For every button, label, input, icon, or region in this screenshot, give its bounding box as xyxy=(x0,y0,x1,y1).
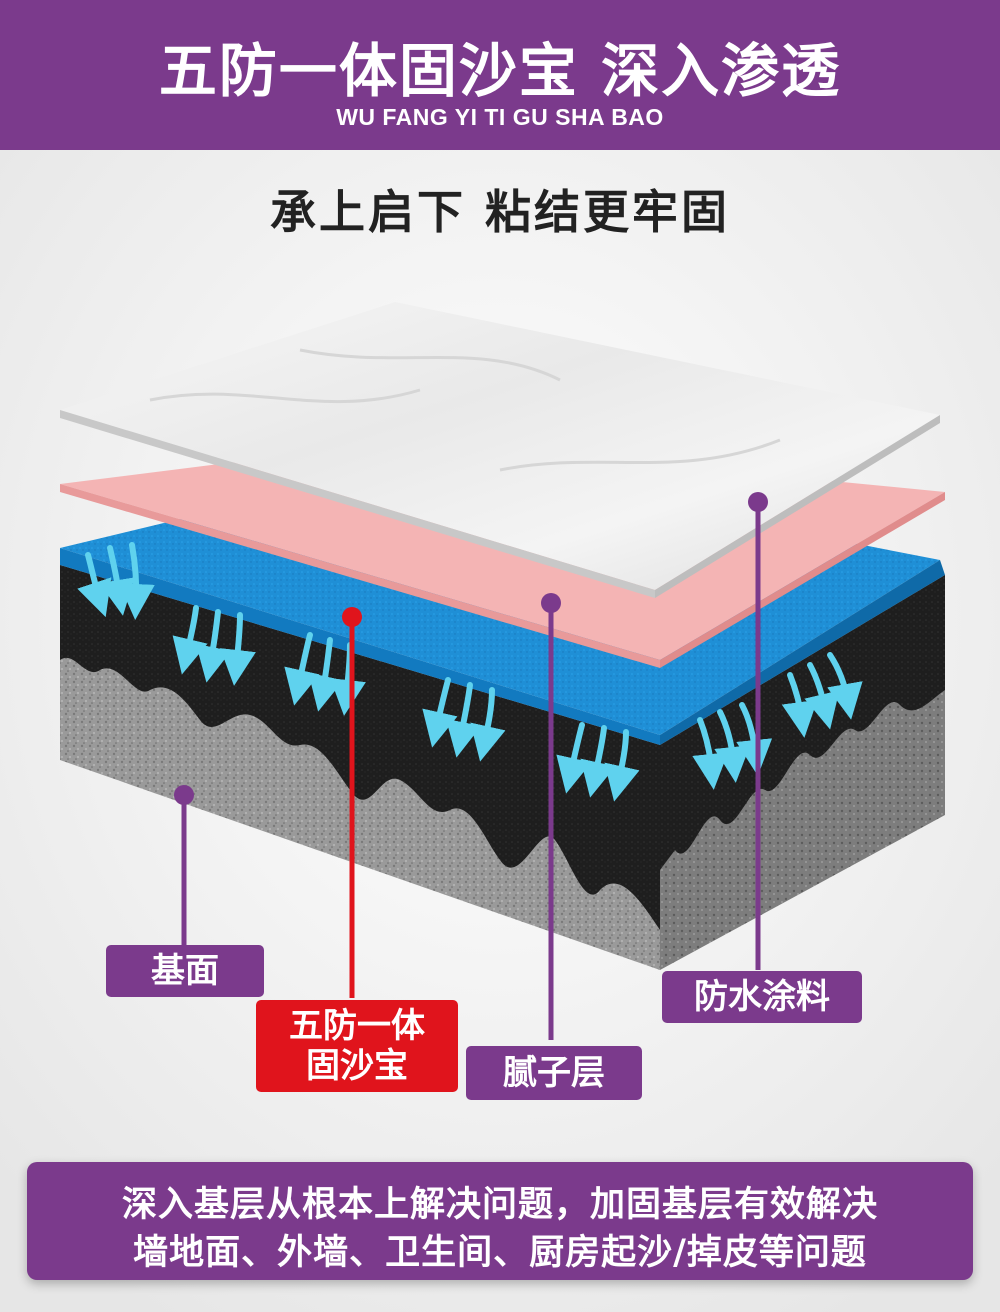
label-putty: 腻子层 xyxy=(466,1046,642,1100)
arrow-icon xyxy=(445,682,482,758)
footer-line-2: 墙地面、外墙、卫生间、厨房起沙/掉皮等问题 xyxy=(133,1233,867,1273)
pointer-waterproof xyxy=(748,492,768,970)
header-title: 五防一体固沙宝 深入渗透 xyxy=(158,37,842,105)
arrow-icon xyxy=(580,725,616,798)
arrow-icon xyxy=(195,609,232,683)
footer-line-1: 深入基层从根本上解决问题，加固基层有效解决 xyxy=(121,1185,878,1225)
arrow-icon xyxy=(308,637,344,712)
pink-layer-side-edge xyxy=(660,492,945,668)
label-putty-text: 腻子层 xyxy=(503,1053,605,1093)
arrow-icon xyxy=(77,552,112,618)
arrow-icon xyxy=(470,687,506,762)
marble-veins xyxy=(149,348,781,472)
arrow-icon xyxy=(692,717,729,790)
header-banner: 五防一体固沙宝 深入渗透 WU FANG YI TI GU SHA BAO xyxy=(0,0,1000,150)
label-product-line1: 五防一体 xyxy=(289,1006,425,1046)
pointer-putty xyxy=(541,593,561,1040)
arrow-icon xyxy=(284,632,320,706)
blue-layer-edge xyxy=(60,548,660,745)
label-base: 基面 xyxy=(106,945,264,997)
marble-layer-edge xyxy=(60,410,655,598)
footer-description: 深入基层从根本上解决问题，加固基层有效解决 墙地面、外墙、卫生间、厨房起沙/掉皮… xyxy=(27,1162,973,1280)
blue-layer-side-edge xyxy=(660,560,945,745)
arrow-icon xyxy=(422,677,458,748)
header-subtitle: WU FANG YI TI GU SHA BAO xyxy=(336,104,664,130)
arrow-icon xyxy=(118,542,155,620)
arrow-icon xyxy=(804,662,840,730)
marble-layer-top xyxy=(60,302,940,590)
tagline: 承上启下 粘结更牢固 xyxy=(269,185,730,239)
pointer-base xyxy=(174,785,194,945)
arrow-icon xyxy=(827,652,863,720)
label-product-line2: 固沙宝 xyxy=(306,1046,408,1086)
label-waterproof: 防水涂料 xyxy=(662,971,862,1023)
label-waterproof-text: 防水涂料 xyxy=(694,977,830,1017)
label-product: 五防一体 固沙宝 xyxy=(256,1000,458,1092)
marble-layer-side-edge xyxy=(655,415,940,598)
arrow-icon xyxy=(220,612,256,686)
arrow-icon xyxy=(172,605,208,675)
pointer-product xyxy=(342,607,362,998)
arrow-icon xyxy=(604,729,640,802)
penetration-arrows xyxy=(77,542,863,802)
arrow-icon xyxy=(781,672,818,738)
arrow-icon xyxy=(736,702,773,776)
label-base-text: 基面 xyxy=(151,951,219,991)
pink-layer-edge xyxy=(60,484,660,668)
arrow-icon xyxy=(714,709,751,783)
arrow-icon xyxy=(556,722,592,794)
